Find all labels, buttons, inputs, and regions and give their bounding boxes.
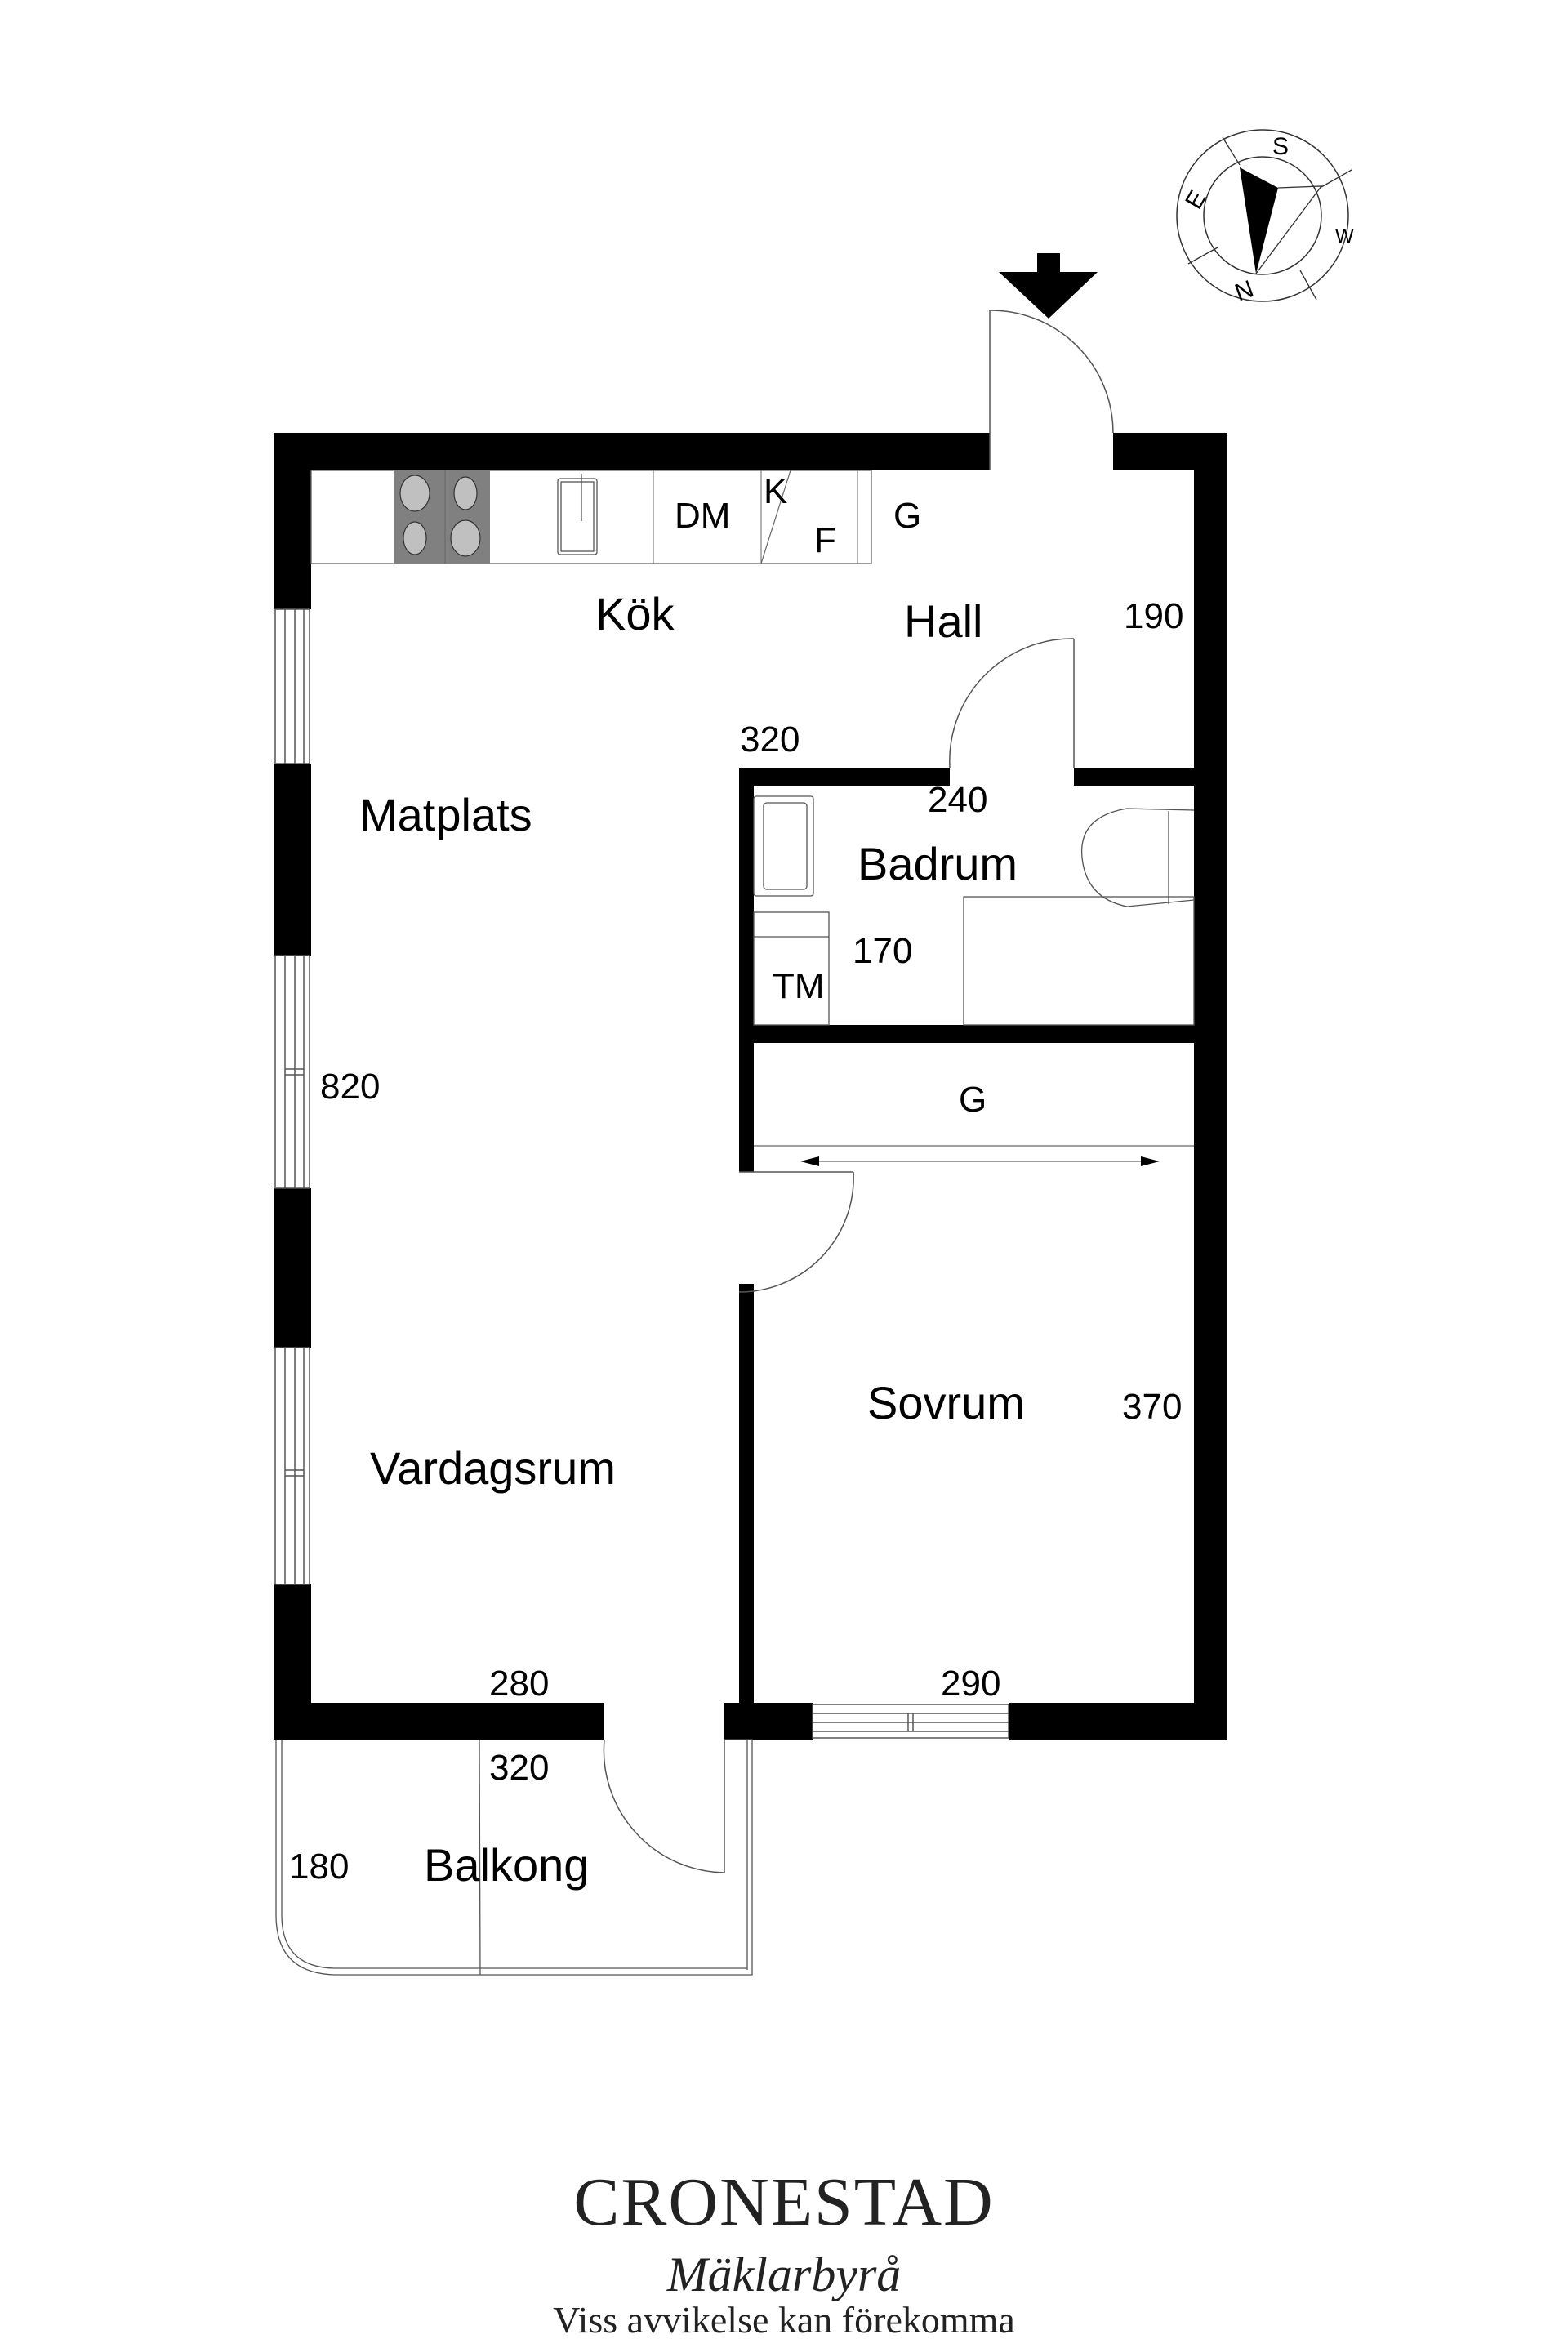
dim-balkong-width: 320: [489, 1748, 550, 1788]
sovrum-wardrobe-label: G: [959, 1080, 987, 1120]
fridge-label: K: [764, 471, 788, 511]
room-label-badrum: Badrum: [858, 838, 1018, 889]
dim-hall-height: 190: [1124, 596, 1184, 636]
brand-subtitle: Mäklarbyrå: [666, 2248, 902, 2301]
room-label-balkong: Balkong: [424, 1839, 590, 1891]
dim-kok-width: 320: [740, 720, 800, 760]
room-label-vardagsrum: Vardagsrum: [370, 1442, 616, 1494]
windows: [274, 608, 1009, 1739]
washbasin-icon: [753, 795, 814, 897]
walls: [274, 433, 1227, 1740]
washing-machine-label: TM: [773, 966, 825, 1006]
room-label-hall: Hall: [904, 595, 983, 647]
dim-badrum-width: 240: [928, 780, 988, 820]
dim-balkong-depth: 180: [289, 1847, 350, 1887]
shower-area: [963, 896, 1195, 1026]
dim-total-height: 820: [320, 1067, 381, 1107]
compass-icon: [1176, 129, 1352, 302]
room-label-sovrum: Sovrum: [867, 1377, 1025, 1428]
toilet-icon: [1080, 808, 1195, 907]
sink-icon: [557, 474, 598, 555]
kitchen-counter: [310, 470, 872, 564]
balcony: [275, 1739, 753, 1976]
room-label-kok: Kök: [595, 588, 675, 639]
entrance-arrow-icon: [999, 253, 1098, 319]
dim-vardagsrum-width: 280: [489, 1664, 550, 1704]
wardrobe-sovrum: [754, 1145, 1194, 1162]
room-label-matplats: Matplats: [359, 789, 532, 840]
dim-sovrum-width: 290: [941, 1664, 1001, 1704]
dim-sovrum-height: 370: [1122, 1387, 1183, 1427]
dishwasher-label: DM: [675, 496, 731, 536]
dim-badrum-height: 170: [853, 931, 913, 971]
disclaimer-text: Viss avvikelse kan förekomma: [553, 2299, 1015, 2341]
badrum-fixtures: [753, 795, 1195, 1026]
freezer-label: F: [814, 520, 836, 560]
brand-name: CRONESTAD: [573, 2164, 995, 2240]
compass-w-label: W: [1335, 225, 1354, 247]
hall-wardrobe-label: G: [893, 496, 922, 536]
compass-s-label: S: [1272, 133, 1290, 160]
doors: [603, 310, 1114, 1873]
